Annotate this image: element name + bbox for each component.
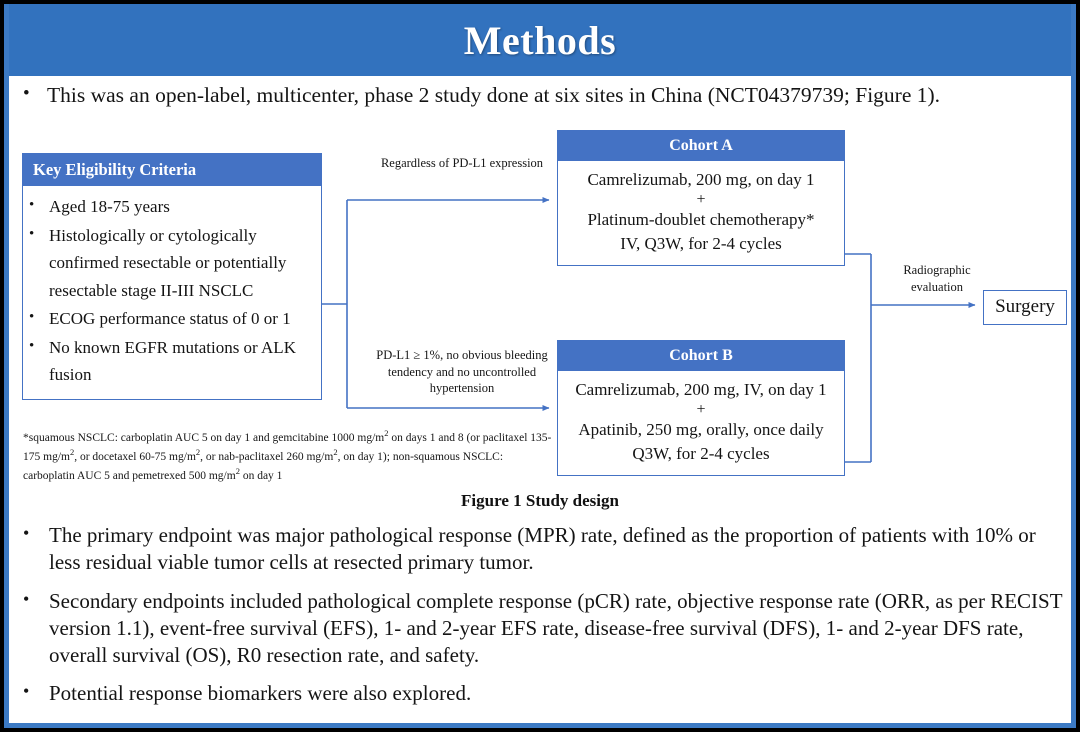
connector-label-regardless: Regardless of PD-L1 expression <box>380 156 544 170</box>
eligibility-header: Key Eligibility Criteria <box>23 154 321 186</box>
bullet-marker-icon: • <box>23 83 30 104</box>
cohort-b-line2: Apatinib, 250 mg, orally, once daily <box>578 420 824 440</box>
cohort-a-line3: IV, Q3W, for 2-4 cycles <box>620 234 782 254</box>
figure-caption: Figure 1 Study design <box>461 491 619 510</box>
cohort-a-plus: + <box>696 191 706 209</box>
body-bullet-text: Secondary endpoints included pathologica… <box>49 588 1063 668</box>
list-item: • Histologically or cytologically confir… <box>29 222 313 305</box>
cohort-a-body: Camrelizumab, 200 mg, on day 1 + Platinu… <box>558 161 844 265</box>
bullet-marker-icon: • <box>29 309 35 326</box>
connector-label-radiographic: Radiographic evaluation <box>903 263 971 294</box>
body-bullet-text: The primary endpoint was major pathologi… <box>49 523 1036 575</box>
cohort-b-line3: Q3W, for 2-4 cycles <box>632 444 770 464</box>
footnote-sup: 2 <box>195 447 201 458</box>
list-item: • No known EGFR mutations or ALK fusion <box>29 334 313 389</box>
footnote-seg: , or docetaxel 60-75 mg/m <box>74 450 196 463</box>
cohort-a-header: Cohort A <box>558 131 844 161</box>
eligibility-item-text: No known EGFR mutations or ALK fusion <box>49 337 296 385</box>
eligibility-item-text: Aged 18-75 years <box>49 197 170 216</box>
slide-title-banner: Methods <box>9 4 1071 76</box>
footnote-sup: 2 <box>333 447 338 458</box>
chemotherapy-footnote: *squamous NSCLC: carboplatin AUC 5 on da… <box>23 427 553 484</box>
footnote-sup: 2 <box>384 428 389 438</box>
footnote-seg: , or nab-paclitaxel 260 mg/m <box>200 450 334 463</box>
list-item: • The primary endpoint was major patholo… <box>23 522 1065 577</box>
footnote-sup: 2 <box>235 466 240 477</box>
study-design-figure: Key Eligibility Criteria • Aged 18-75 ye… <box>9 122 1071 502</box>
eligibility-item-text: Histologically or cytologically confirme… <box>49 225 287 300</box>
bullet-marker-icon: • <box>23 588 30 609</box>
surgery-box: Surgery <box>983 290 1067 325</box>
cohort-a-line2: Platinum-doublet chemotherapy* <box>587 210 815 230</box>
list-item: • Aged 18-75 years <box>29 193 313 221</box>
cohort-b-header: Cohort B <box>558 341 844 371</box>
list-item: • ECOG performance status of 0 or 1 <box>29 305 313 333</box>
slide-canvas: Methods • This was an open-label, multic… <box>4 4 1076 728</box>
eligibility-item-text: ECOG performance status of 0 or 1 <box>49 309 291 329</box>
cohort-a-line1: Camrelizumab, 200 mg, on day 1 <box>587 170 815 189</box>
body-bullet-text: Potential response biomarkers were also … <box>49 681 472 706</box>
footnote-seg: , on day 1); non-squamous NSCLC: carbopl… <box>23 450 504 483</box>
list-item: • Secondary endpoints included pathologi… <box>23 588 1065 670</box>
bullet-marker-icon: • <box>29 197 35 213</box>
footnote-seg: on day 1 <box>239 470 283 483</box>
cohort-b-plus: + <box>696 401 706 419</box>
cohort-b-body: Camrelizumab, 200 mg, IV, on day 1 + Apa… <box>558 371 844 475</box>
cohort-b-line1: Camrelizumab, 200 mg, IV, on day 1 <box>575 380 827 399</box>
bullet-marker-icon: • <box>29 225 35 242</box>
footnote-seg: *squamous NSCLC: carboplatin AUC 5 on da… <box>23 431 385 444</box>
bullet-marker-icon: • <box>23 681 30 702</box>
bullet-marker-icon: • <box>29 337 35 354</box>
footnote-sup: 2 <box>69 447 75 458</box>
cohort-b-box: Cohort B Camrelizumab, 200 mg, IV, on da… <box>557 340 845 477</box>
page-title: Methods <box>463 17 617 63</box>
eligibility-criteria-box: Key Eligibility Criteria • Aged 18-75 ye… <box>22 153 322 400</box>
list-item: • Potential response biomarkers were als… <box>23 680 1065 707</box>
footnote-seg: on days 1 and 8 (or paclitaxel 135-175 m… <box>23 431 552 463</box>
bullet-marker-icon: • <box>23 523 30 543</box>
body-bullet-list: • The primary endpoint was major patholo… <box>23 522 1065 719</box>
connector-label-pdl1: PD-L1 ≥ 1%, no obvious bleeding tendency… <box>376 348 548 395</box>
lead-bullet-text: This was an open-label, multicenter, pha… <box>47 83 941 107</box>
eligibility-list: • Aged 18-75 years • Histologically or c… <box>23 186 321 399</box>
cohort-a-box: Cohort A Camrelizumab, 200 mg, on day 1 … <box>557 130 845 267</box>
lead-bullet: • This was an open-label, multicenter, p… <box>23 82 1063 109</box>
